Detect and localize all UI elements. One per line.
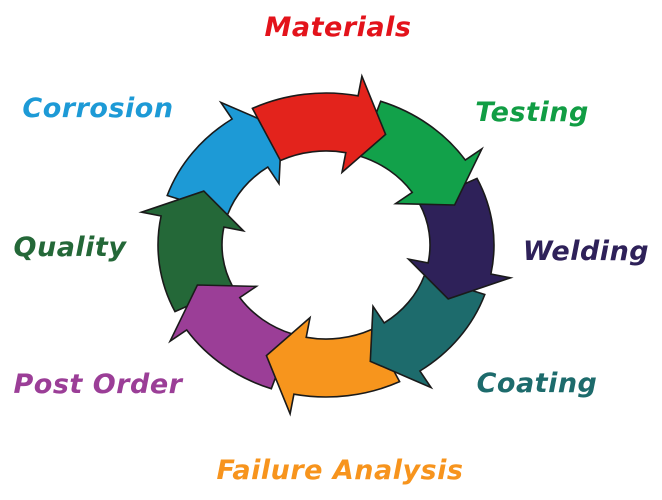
arrow-welding bbox=[406, 177, 514, 300]
stage-label-welding: Welding bbox=[523, 236, 649, 267]
stage-label-quality: Quality bbox=[14, 232, 128, 263]
arrow-corrosion bbox=[166, 100, 283, 216]
arrow-coating bbox=[369, 274, 486, 390]
stage-label-post-order: Post Order bbox=[14, 369, 184, 400]
arrow-failure-analysis bbox=[265, 315, 401, 417]
stage-label-corrosion: Corrosion bbox=[22, 93, 173, 124]
arrow-testing bbox=[358, 100, 484, 206]
cycle-arrows bbox=[138, 73, 514, 417]
arrow-materials bbox=[251, 73, 387, 175]
stage-label-materials: Materials bbox=[265, 12, 412, 43]
stage-label-failure-analysis: Failure Analysis bbox=[217, 455, 464, 486]
arrow-post-order bbox=[168, 284, 294, 390]
arrow-quality bbox=[138, 190, 246, 313]
stage-label-testing: Testing bbox=[475, 97, 589, 128]
stage-label-coating: Coating bbox=[477, 368, 598, 399]
